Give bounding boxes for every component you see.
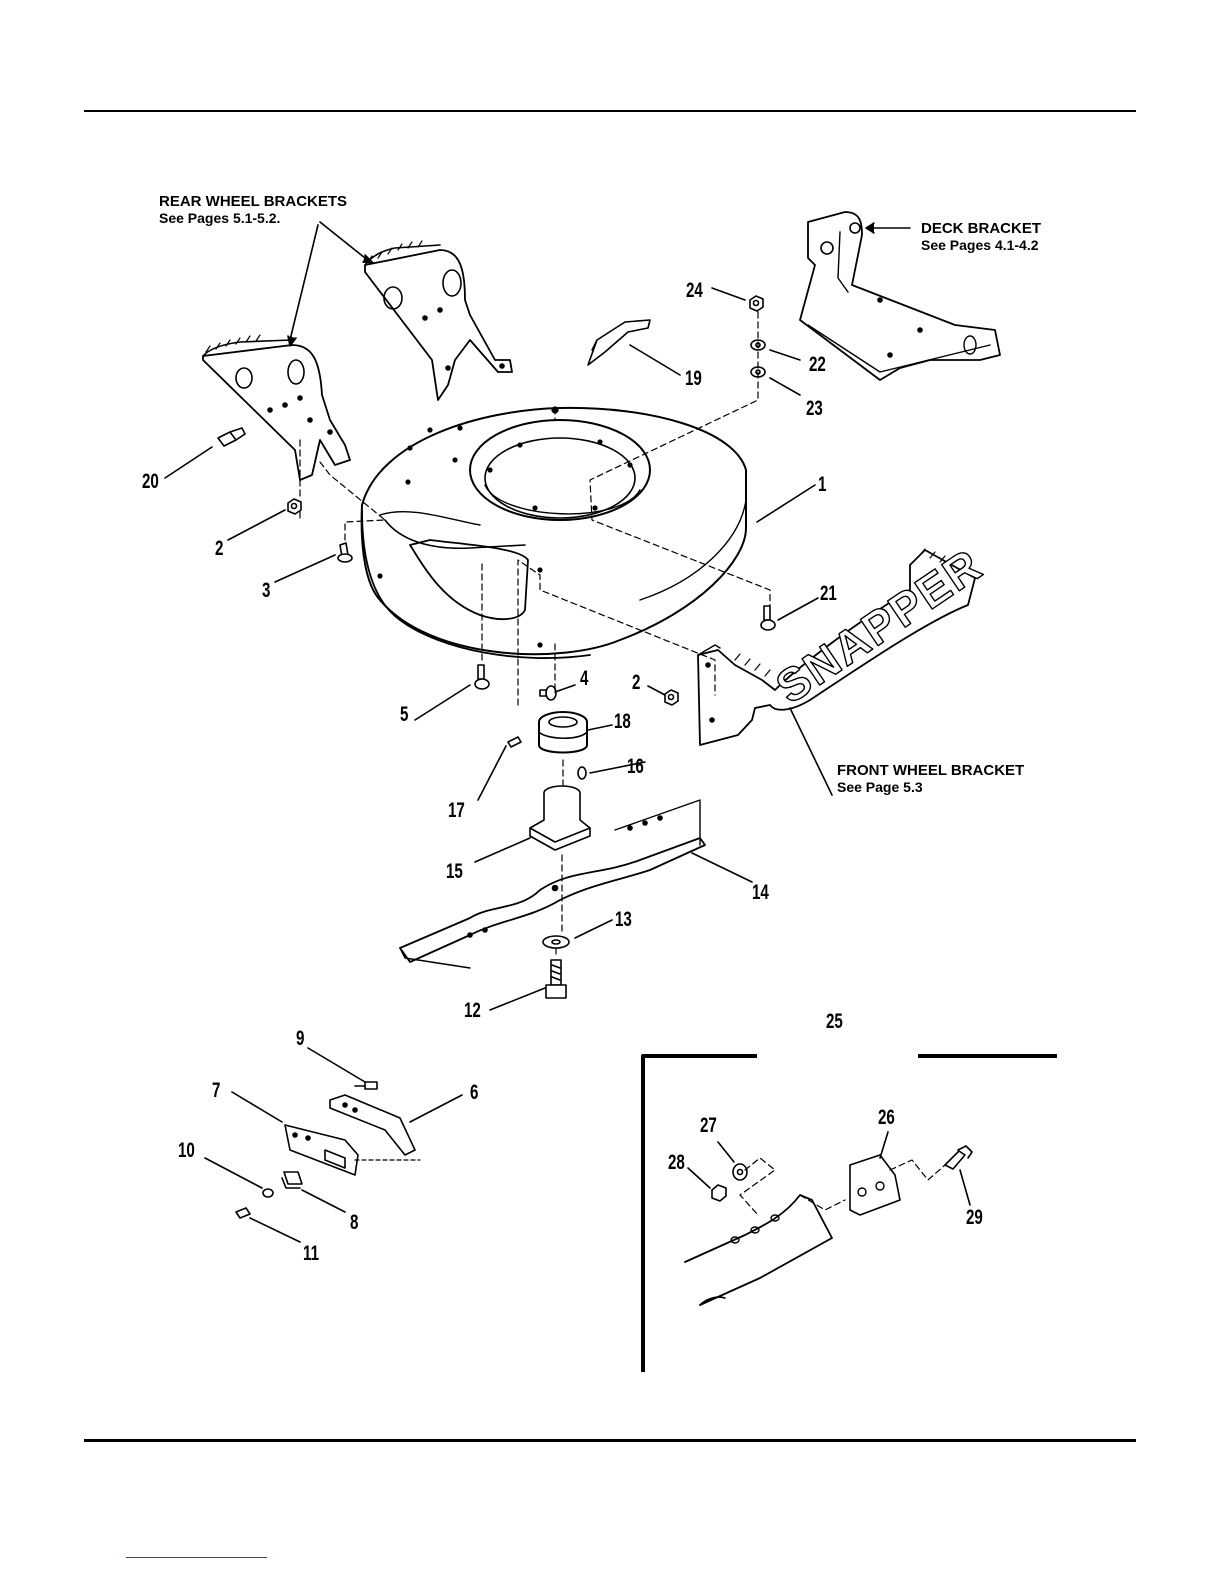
part-number: 26 (878, 1107, 895, 1129)
part-number: 20 (142, 471, 159, 493)
front-wheel-bracket-note: FRONT WHEEL BRACKET See Page 5.3 (837, 762, 1024, 796)
blade-spindle-assembly (400, 712, 705, 998)
part-number: 22 (809, 354, 826, 376)
rear-wheel-bracket-lower (203, 335, 350, 480)
rear-wheel-bracket-upper (365, 241, 512, 400)
baffle-part-19 (588, 320, 650, 365)
part-number: 3 (262, 580, 270, 602)
part-number: 13 (615, 909, 632, 931)
part-number: 2 (632, 672, 640, 694)
part-number: 25 (826, 1011, 843, 1033)
part-number: 14 (752, 882, 769, 904)
part-number: 7 (212, 1080, 220, 1102)
deck-bracket-title: DECK BRACKET (921, 220, 1041, 237)
part-number: 11 (303, 1243, 319, 1265)
part-number: 28 (668, 1152, 685, 1174)
part-number: 24 (686, 280, 703, 302)
part-number: 27 (700, 1115, 717, 1137)
front-wheel-bracket-title: FRONT WHEEL BRACKET (837, 762, 1024, 779)
part-number: 4 (580, 668, 588, 690)
front-wheel-bracket: SNAPPER (698, 538, 992, 745)
rear-wheel-brackets-ref[interactable]: See Pages 5.1-5.2. (159, 210, 347, 227)
part-number: 15 (446, 861, 463, 883)
front-wheel-bracket-ref[interactable]: See Page 5.3 (837, 779, 1024, 796)
part-number: 10 (178, 1140, 195, 1162)
deck-housing (362, 407, 746, 658)
part-number: 23 (806, 398, 823, 420)
part-number: 6 (470, 1082, 478, 1104)
part-number: 21 (820, 583, 837, 605)
inset-mulching-kit (643, 1056, 1055, 1370)
part-number: 8 (350, 1212, 358, 1234)
part-number: 2 (215, 538, 223, 560)
part-number: 5 (400, 704, 408, 726)
part-number: 16 (627, 756, 644, 778)
part-number: 19 (685, 368, 702, 390)
brand-text: SNAPPER (767, 538, 992, 713)
rear-wheel-brackets-title: REAR WHEEL BRACKETS (159, 193, 347, 210)
deck-bracket-ref[interactable]: See Pages 4.1-4.2 (921, 237, 1041, 254)
part-number: 17 (448, 800, 465, 822)
part-number: 12 (464, 1000, 481, 1022)
part-number: 29 (966, 1207, 983, 1229)
rear-wheel-brackets-note: REAR WHEEL BRACKETS See Pages 5.1-5.2. (159, 193, 347, 227)
deck-bracket-note: DECK BRACKET See Pages 4.1-4.2 (921, 220, 1041, 254)
part-number: 1 (818, 474, 826, 496)
part-number: 18 (614, 711, 631, 733)
deflector-bracket-assembly (236, 1082, 420, 1218)
part-number: 9 (296, 1028, 304, 1050)
